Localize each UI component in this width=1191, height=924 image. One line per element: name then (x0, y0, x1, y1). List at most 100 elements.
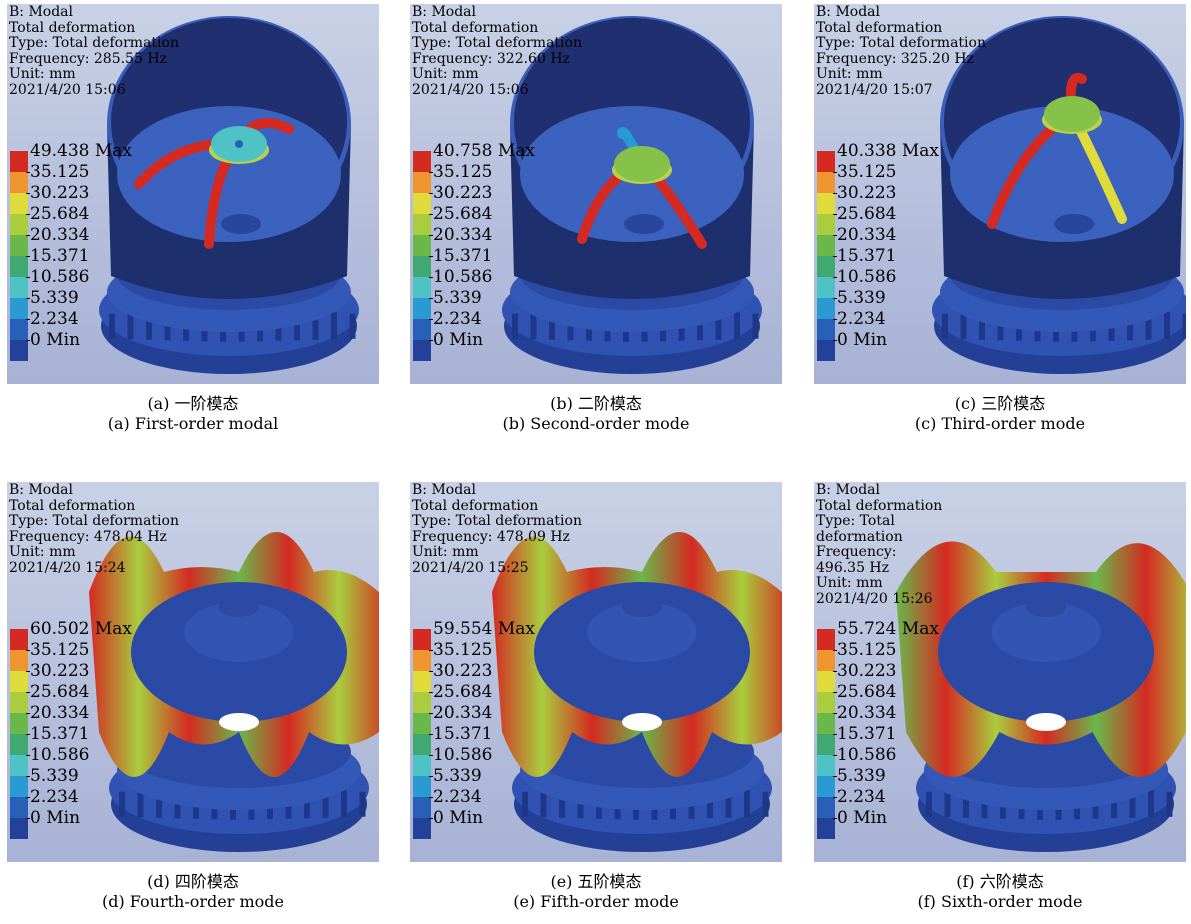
legend-swatch (817, 214, 835, 235)
legend-swatch (817, 755, 835, 776)
rib (119, 791, 125, 817)
rib (926, 791, 932, 817)
center-post (622, 597, 662, 617)
rib (762, 791, 769, 817)
rib (559, 788, 565, 818)
rib (109, 313, 115, 339)
rib (744, 790, 750, 818)
legend-label: 10.586 (832, 267, 897, 287)
legend-swatch (817, 151, 835, 172)
legend-label: 55.724 Max (837, 619, 940, 639)
center-hole (622, 713, 662, 731)
legend-label: 0 Min (832, 808, 888, 828)
info-line: 2021/4/20 15:26 (816, 590, 933, 607)
deformation-contour-render (932, 16, 1186, 374)
caption-english: (b) Second-order mode (502, 414, 690, 433)
legend-label: 40.338 Max (837, 141, 940, 161)
rib (146, 310, 152, 340)
legend-label: 20.334 (832, 225, 897, 245)
legend-label: 35.125 (832, 162, 897, 182)
legend-label: 25.684 (25, 682, 90, 702)
info-line: 2021/4/20 15:25 (412, 559, 529, 576)
legend-swatch (413, 734, 431, 755)
info-line: Total deformation (816, 497, 943, 514)
rib (752, 313, 759, 339)
legend-swatch (10, 776, 28, 797)
legend-swatch (413, 193, 431, 214)
legend-swatch (817, 340, 835, 361)
cylinder-shell (107, 16, 351, 299)
legend-swatch (817, 319, 835, 340)
caption-english: (f) Sixth-order mode (917, 892, 1083, 911)
panel-caption: (e) 五阶模态(e) Fifth-order mode (410, 872, 782, 912)
info-line: Frequency: 322.60 Hz (412, 50, 570, 67)
deformation-contour-render (89, 532, 379, 852)
inner-boss (991, 602, 1101, 662)
rib (530, 312, 537, 340)
caption-english: (e) Fifth-order mode (513, 892, 679, 911)
info-line: B: Modal (412, 4, 477, 20)
info-line: Type: Total deformation (9, 513, 179, 529)
legend-swatch (413, 650, 431, 671)
rib (549, 310, 555, 340)
info-line: Type: Total deformation (412, 35, 582, 51)
deformed-shell (492, 532, 782, 777)
info-line: Total deformation (412, 19, 539, 36)
deformation-contour-render (502, 16, 762, 374)
legend-swatch (817, 671, 835, 692)
legend-swatch (10, 755, 28, 776)
info-line: Unit: mm (816, 575, 883, 591)
rib (1166, 791, 1173, 817)
legend-label: 35.125 (428, 162, 493, 182)
legend-label: 0 Min (832, 330, 888, 350)
panel-caption: (c) 三阶模态(c) Third-order mode (814, 394, 1186, 434)
info-line: Frequency: 325.20 Hz (816, 50, 974, 67)
rib (522, 791, 528, 817)
legend-swatch (10, 277, 28, 298)
legend-label: 25.684 (428, 682, 493, 702)
legend-swatch (413, 692, 431, 713)
legend-label: 49.438 Max (30, 141, 133, 161)
info-line: Unit: mm (816, 66, 883, 82)
deformation-contour-render (492, 532, 782, 852)
legend-label: 5.339 (833, 288, 886, 308)
caption-chinese: (a) 一阶模态 (147, 394, 239, 413)
info-line: Total deformation (412, 497, 539, 514)
info-line: Type: Total deformation (816, 35, 986, 51)
legend-swatch (10, 172, 28, 193)
legend-swatch (817, 629, 835, 650)
legend-swatch (817, 193, 835, 214)
panel-caption: (b) 二阶模态(b) Second-order mode (410, 394, 782, 434)
info-line: Unit: mm (9, 544, 76, 560)
legend-label: 20.334 (428, 225, 493, 245)
legend-label: 25.684 (832, 204, 897, 224)
info-line: 2021/4/20 15:06 (412, 81, 529, 98)
info-line: Type: Total (816, 513, 895, 529)
legend-label: 25.684 (832, 682, 897, 702)
deformed-shell (896, 541, 1186, 777)
legend-label: 5.339 (26, 766, 79, 786)
legend-swatch (10, 818, 28, 839)
rib (942, 313, 948, 339)
legend-label: 15.371 (25, 724, 90, 744)
legend-label: 0 Min (428, 330, 484, 350)
legend-swatch (817, 235, 835, 256)
legend-swatch (10, 319, 28, 340)
legend-swatch (817, 818, 835, 839)
legend-label: 2.234 (26, 787, 79, 807)
legend-label: 20.334 (832, 703, 897, 723)
legend-swatch (413, 214, 431, 235)
legend-label: 2.234 (26, 309, 79, 329)
info-line: Total deformation (816, 19, 943, 36)
legend-swatch (817, 277, 835, 298)
legend-swatch (413, 713, 431, 734)
legend-label: 30.223 (25, 183, 90, 203)
legend-swatch (817, 734, 835, 755)
info-line: Frequency: 285.55 Hz (9, 50, 167, 67)
info-line: B: Modal (9, 4, 74, 20)
